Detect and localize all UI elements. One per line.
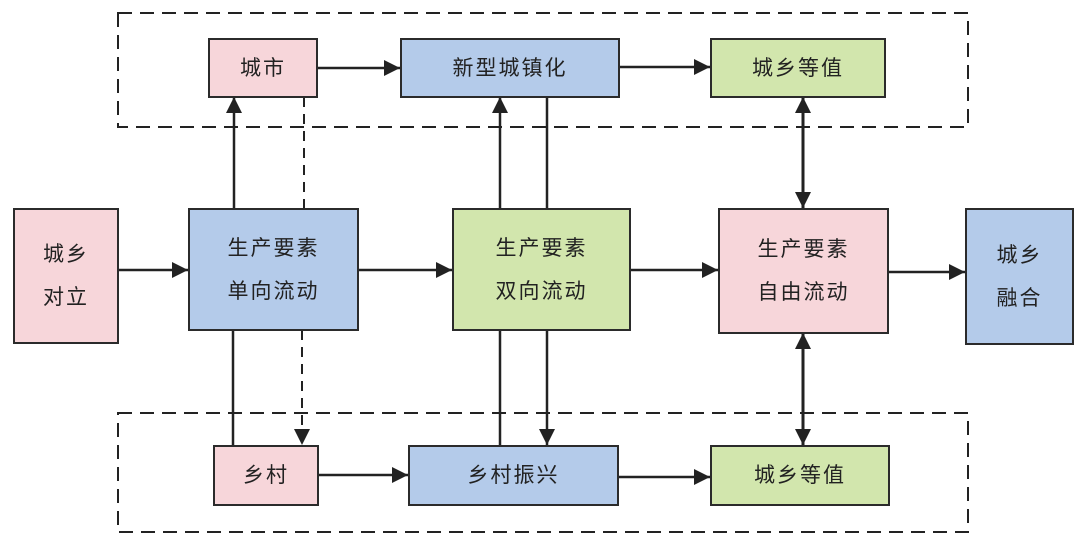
node-label-line: 对立 [43, 285, 89, 309]
node-label-line: 双向流动 [495, 278, 588, 303]
node-urban-rural-opposition: 城乡对立 [13, 208, 119, 344]
node-label-line: 单向流动 [227, 278, 320, 303]
node-label-line: 新型城镇化 [452, 55, 568, 80]
node-label-line: 城市 [240, 55, 286, 80]
node-label-line: 生产要素 [227, 235, 320, 260]
node-label-line: 城乡等值 [754, 463, 846, 487]
node-label-line: 城乡 [43, 242, 89, 266]
node-new-urbanization: 新型城镇化 [400, 38, 620, 98]
node-label-line: 自由流动 [757, 280, 850, 304]
node-label-line: 乡村振兴 [467, 463, 560, 487]
node-label-line: 城乡等值 [752, 55, 844, 80]
node-label-line: 乡村 [243, 463, 289, 487]
node-one-way-flow: 生产要素单向流动 [188, 208, 359, 331]
urban-group-box [117, 12, 969, 128]
node-free-flow: 生产要素自由流动 [718, 208, 889, 334]
node-label-line: 城乡 [996, 242, 1043, 267]
node-urban-rural-equal-bottom: 城乡等值 [710, 445, 890, 506]
rural-group-box [117, 412, 969, 533]
node-label-line: 生产要素 [495, 235, 588, 260]
node-label-line: 生产要素 [757, 237, 850, 261]
node-rural-revitalization: 乡村振兴 [408, 445, 619, 506]
node-city: 城市 [208, 38, 318, 98]
node-urban-rural-integration: 城乡融合 [965, 208, 1074, 345]
node-urban-rural-equal-top: 城乡等值 [710, 38, 886, 98]
node-countryside: 乡村 [213, 445, 319, 506]
node-two-way-flow: 生产要素双向流动 [452, 208, 631, 331]
node-label-line: 融合 [996, 285, 1043, 310]
